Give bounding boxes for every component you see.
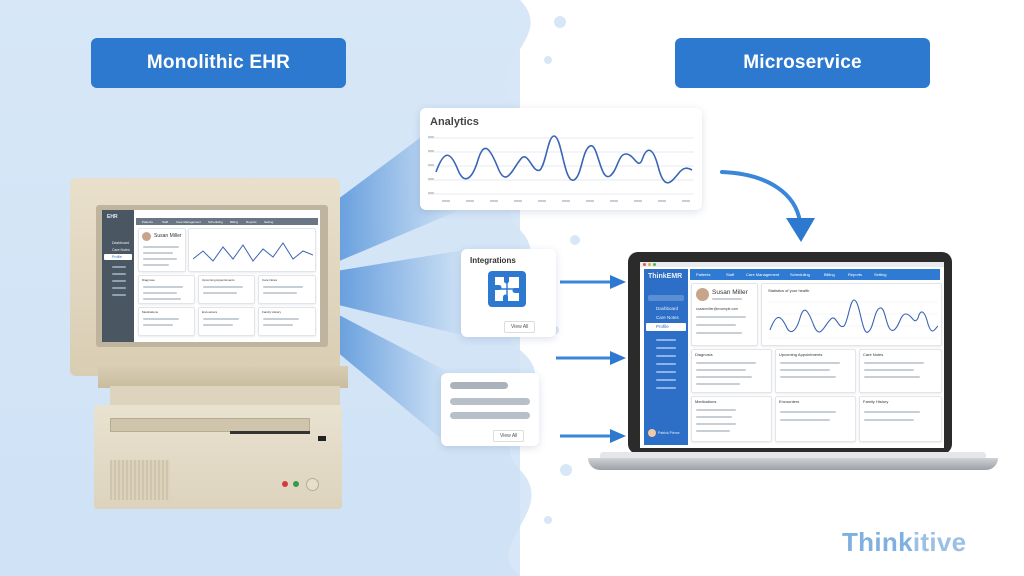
emr-user-name: Patrick Pierce [658, 431, 680, 435]
speaker-grill [110, 460, 170, 500]
nav-setting[interactable]: Setting [874, 272, 887, 277]
beam-integrations [318, 249, 470, 337]
analytics-line [435, 135, 693, 184]
puzzle-tile [488, 271, 526, 307]
list-card: View All [441, 373, 539, 446]
power-button[interactable] [306, 478, 319, 491]
emr-card-encounters: Encounters [775, 396, 856, 442]
laptop-screen: ThinkEMR Dashboard Care Notes Profile Pa… [640, 262, 944, 448]
thinkitive-logo: Thinkitive [842, 527, 967, 557]
thinkemr-logo: ThinkEMR [648, 273, 683, 280]
nav-scheduling[interactable]: Scheduling [790, 272, 810, 277]
laptop-keyboard-deck [600, 452, 986, 460]
old-side-dashboard[interactable]: Dashboard [112, 241, 130, 245]
nav-care-management[interactable]: Care Management [746, 272, 780, 277]
old-stats-line [193, 242, 313, 262]
crt-stand-base [110, 386, 340, 406]
emr-side-profile[interactable]: Profile [656, 324, 669, 329]
old-side-care-notes[interactable]: Care Notes [112, 248, 130, 252]
stats-title: Statistics of your health [768, 288, 810, 293]
integrations-title: Integrations [470, 256, 516, 265]
arrow-list [560, 429, 626, 443]
puzzle-icon [495, 277, 519, 301]
nav-staff[interactable]: Staff [726, 272, 735, 277]
curved-arrow-head [786, 218, 815, 242]
integrations-view-all-button[interactable]: View All [504, 321, 536, 333]
emr-sidebar: ThinkEMR Dashboard Care Notes Profile Pa… [644, 269, 688, 445]
nav-patients[interactable]: Patients [696, 272, 711, 277]
old-card-medications: Medications [138, 307, 195, 336]
monolithic-title: Monolithic EHR [91, 38, 346, 88]
emr-side-care-notes[interactable]: Care Notes [656, 315, 679, 320]
integrations-card: Integrations View All [461, 249, 556, 337]
arrow-middle [556, 351, 626, 365]
emr-card-care-notes: Care Notes [859, 349, 942, 393]
ehr-old-screen: EHR Dashboard Care Notes Profile Patient… [102, 210, 320, 342]
emr-side-dashboard[interactable]: Dashboard [656, 306, 679, 311]
nav-billing[interactable]: Billing [824, 272, 835, 277]
laptop-base [588, 458, 998, 470]
power-led-red [282, 481, 288, 487]
old-side-profile[interactable]: Profile [112, 255, 122, 259]
patient-name: Susan Miller [712, 289, 748, 296]
browser-bar [640, 262, 944, 267]
emr-card-family-history: Family History [859, 396, 942, 442]
old-card-appointments: Upcoming Appointments [198, 275, 255, 304]
crt-stand [98, 366, 348, 388]
drive-slot [230, 431, 310, 434]
patient-email: susanmiller@example.com [696, 307, 739, 311]
list-view-all-button[interactable]: View All [493, 430, 525, 442]
patient-avatar [696, 288, 709, 301]
old-topnav: Patients Staff Care Management Schedulin… [136, 218, 318, 225]
microservice-title: Microservice [675, 38, 930, 88]
emr-card-medications: Medications [691, 396, 772, 442]
emr-profile-card: Susan Miller susanmiller@example.com [691, 283, 758, 346]
emr-stats-line [769, 299, 938, 333]
emr-stats-card: Statistics of your health [761, 283, 942, 346]
old-profile-card: Susan Miller [138, 228, 186, 272]
arrow-integrations [560, 275, 626, 289]
beam-list [318, 304, 450, 446]
old-card-diagnose: Diagnose [138, 275, 195, 304]
old-sidebar: EHR Dashboard Care Notes Profile [102, 210, 134, 342]
floppy-drive [110, 418, 310, 432]
old-logo: EHR [107, 214, 118, 220]
user-avatar[interactable] [648, 429, 656, 437]
old-card-encounters: Encounters [198, 307, 255, 336]
old-card-care-notes: Care Notes [258, 275, 316, 304]
analytics-chart [428, 135, 694, 202]
emr-topnav: Patients Staff Care Management Schedulin… [690, 269, 940, 280]
nav-reports[interactable]: Reports [848, 272, 863, 277]
emr-stats-chart [768, 299, 938, 339]
power-led-green [293, 481, 299, 487]
emr-search-input[interactable] [648, 295, 684, 301]
emr-card-upcoming-appointments: Upcoming Appointments [775, 349, 856, 393]
usb-port [318, 436, 326, 441]
old-card-family-history: Family History [258, 307, 316, 336]
emr-card-diagnosis: Diagnosis [691, 349, 772, 393]
analytics-title: Analytics [430, 116, 479, 128]
analytics-card: Analytics [420, 108, 702, 210]
old-stats-card [188, 228, 316, 272]
